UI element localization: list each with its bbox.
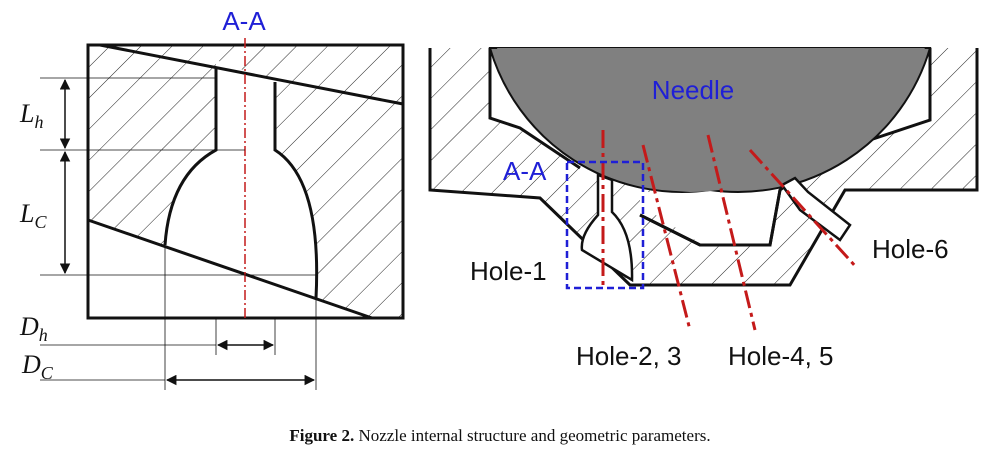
figure-caption: Figure 2. Nozzle internal structure and … [0, 426, 1000, 446]
hole-4-5-axis [706, 134, 757, 331]
left-section-view: A-A Lh LC Dh DC [19, 6, 405, 390]
dh-label: Dh [19, 312, 48, 345]
hole-6-label: Hole-6 [872, 234, 949, 264]
hole-1-channel [580, 173, 634, 283]
hole-6-channel [780, 176, 852, 242]
nozzle-body-hatch [430, 48, 977, 285]
needle-label: Needle [652, 75, 734, 105]
right-nozzle-view: Needle A-A Hole-1 Hole-2, 3 Hole-4, 5 Ho… [428, 47, 979, 371]
section-box-label: A-A [503, 156, 547, 186]
left-section-label: A-A [222, 6, 266, 36]
hole-1-label: Hole-1 [470, 256, 547, 286]
lh-label: Lh [19, 99, 43, 132]
lc-label: LC [19, 199, 47, 232]
caption-text: Nozzle internal structure and geometric … [358, 426, 711, 445]
dc-label: DC [21, 350, 54, 383]
hole-cavity [165, 60, 317, 298]
hole-6-axis [748, 148, 859, 270]
hole-2-3-label: Hole-2, 3 [576, 341, 682, 371]
hole-4-5-label: Hole-4, 5 [728, 341, 834, 371]
section-box [565, 160, 645, 290]
caption-label: Figure 2. [289, 426, 355, 445]
